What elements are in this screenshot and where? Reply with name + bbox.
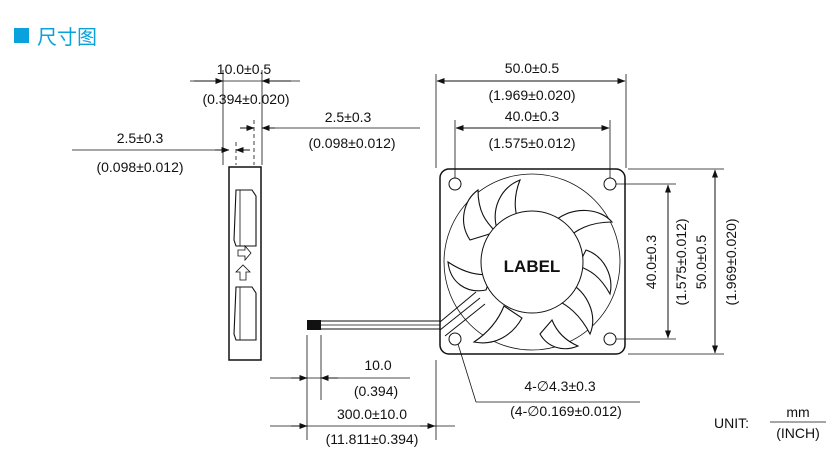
dim-hole-height-inch: (1.575±0.012) [673, 218, 689, 305]
airflow-arrow-icon [237, 244, 252, 262]
side-lower-vent [233, 286, 257, 341]
dim-flange-left-inch: (0.098±0.012) [96, 159, 183, 175]
dim-frame-width: 50.0±0.5 (1.969±0.020) [435, 60, 627, 168]
section-header: 尺寸图 [14, 22, 97, 49]
dim-strip: 10.0 (0.394) [270, 335, 410, 440]
side-upper-vent [233, 189, 257, 247]
hole-callout: 4-∅4.3±0.3 (4-∅0.169±0.012) [457, 343, 640, 419]
hole-callout-mm: 4-∅4.3±0.3 [524, 378, 595, 394]
fan-shroud [443, 173, 621, 351]
mount-hole-icon [448, 332, 462, 346]
dim-frame-width-mm: 50.0±0.5 [505, 60, 560, 76]
dim-hole-width-inch: (1.575±0.012) [488, 135, 575, 151]
lead-wires [307, 320, 440, 330]
dim-flange-right: 2.5±0.3 (0.098±0.012) [240, 109, 420, 165]
side-view [228, 166, 262, 361]
unit-mm: mm [786, 404, 809, 420]
wire-stripped-ends [307, 320, 321, 330]
fan-blades [447, 179, 614, 350]
dim-frame-width-inch: (1.969±0.020) [488, 87, 575, 103]
unit-inch: (INCH) [776, 425, 820, 441]
dim-lead: 300.0±10.0 (11.811±0.394) [270, 360, 455, 447]
dim-flange-right-mm: 2.5±0.3 [325, 109, 372, 125]
dim-lead-inch: (11.811±0.394) [326, 431, 419, 447]
rotation-arrow-icon [235, 264, 251, 281]
dim-flange-left-mm: 2.5±0.3 [117, 130, 164, 146]
dim-thickness-mm: 10.0±0.5 [217, 61, 272, 77]
dim-frame-height-mm: 50.0±0.5 [693, 235, 709, 290]
dim-frame-height-inch: (1.969±0.020) [723, 218, 739, 305]
header-square-icon [14, 27, 29, 43]
unit-legend: UNIT: mm (INCH) [714, 404, 826, 441]
hub-label: LABEL [504, 257, 561, 276]
dim-frame-height: 50.0±0.5 (1.969±0.020) [628, 168, 739, 355]
dim-lead-mm: 300.0±10.0 [337, 406, 407, 422]
dim-flange-left: 2.5±0.3 (0.098±0.012) [72, 130, 250, 175]
dim-hole-height: 40.0±0.3 (1.575±0.012) [616, 183, 689, 340]
dim-flange-right-inch: (0.098±0.012) [308, 135, 395, 151]
dim-thickness: 10.0±0.5 (0.394±0.020) [190, 61, 300, 165]
fan-hub [480, 210, 584, 314]
dim-strip-mm: 10.0 [364, 357, 391, 373]
unit-label: UNIT: [714, 415, 749, 431]
dim-strip-inch: (0.394) [354, 383, 398, 399]
hole-callout-inch: (4-∅0.169±0.012) [510, 403, 622, 419]
section-title: 尺寸图 [37, 24, 97, 49]
wire-channel [439, 291, 486, 337]
front-view: LABEL [439, 168, 626, 355]
dim-hole-width: 40.0±0.3 (1.575±0.012) [454, 108, 611, 178]
dim-hole-width-mm: 40.0±0.3 [505, 108, 560, 124]
dim-hole-height-mm: 40.0±0.3 [643, 235, 659, 290]
dim-thickness-inch: (0.394±0.020) [202, 91, 289, 107]
